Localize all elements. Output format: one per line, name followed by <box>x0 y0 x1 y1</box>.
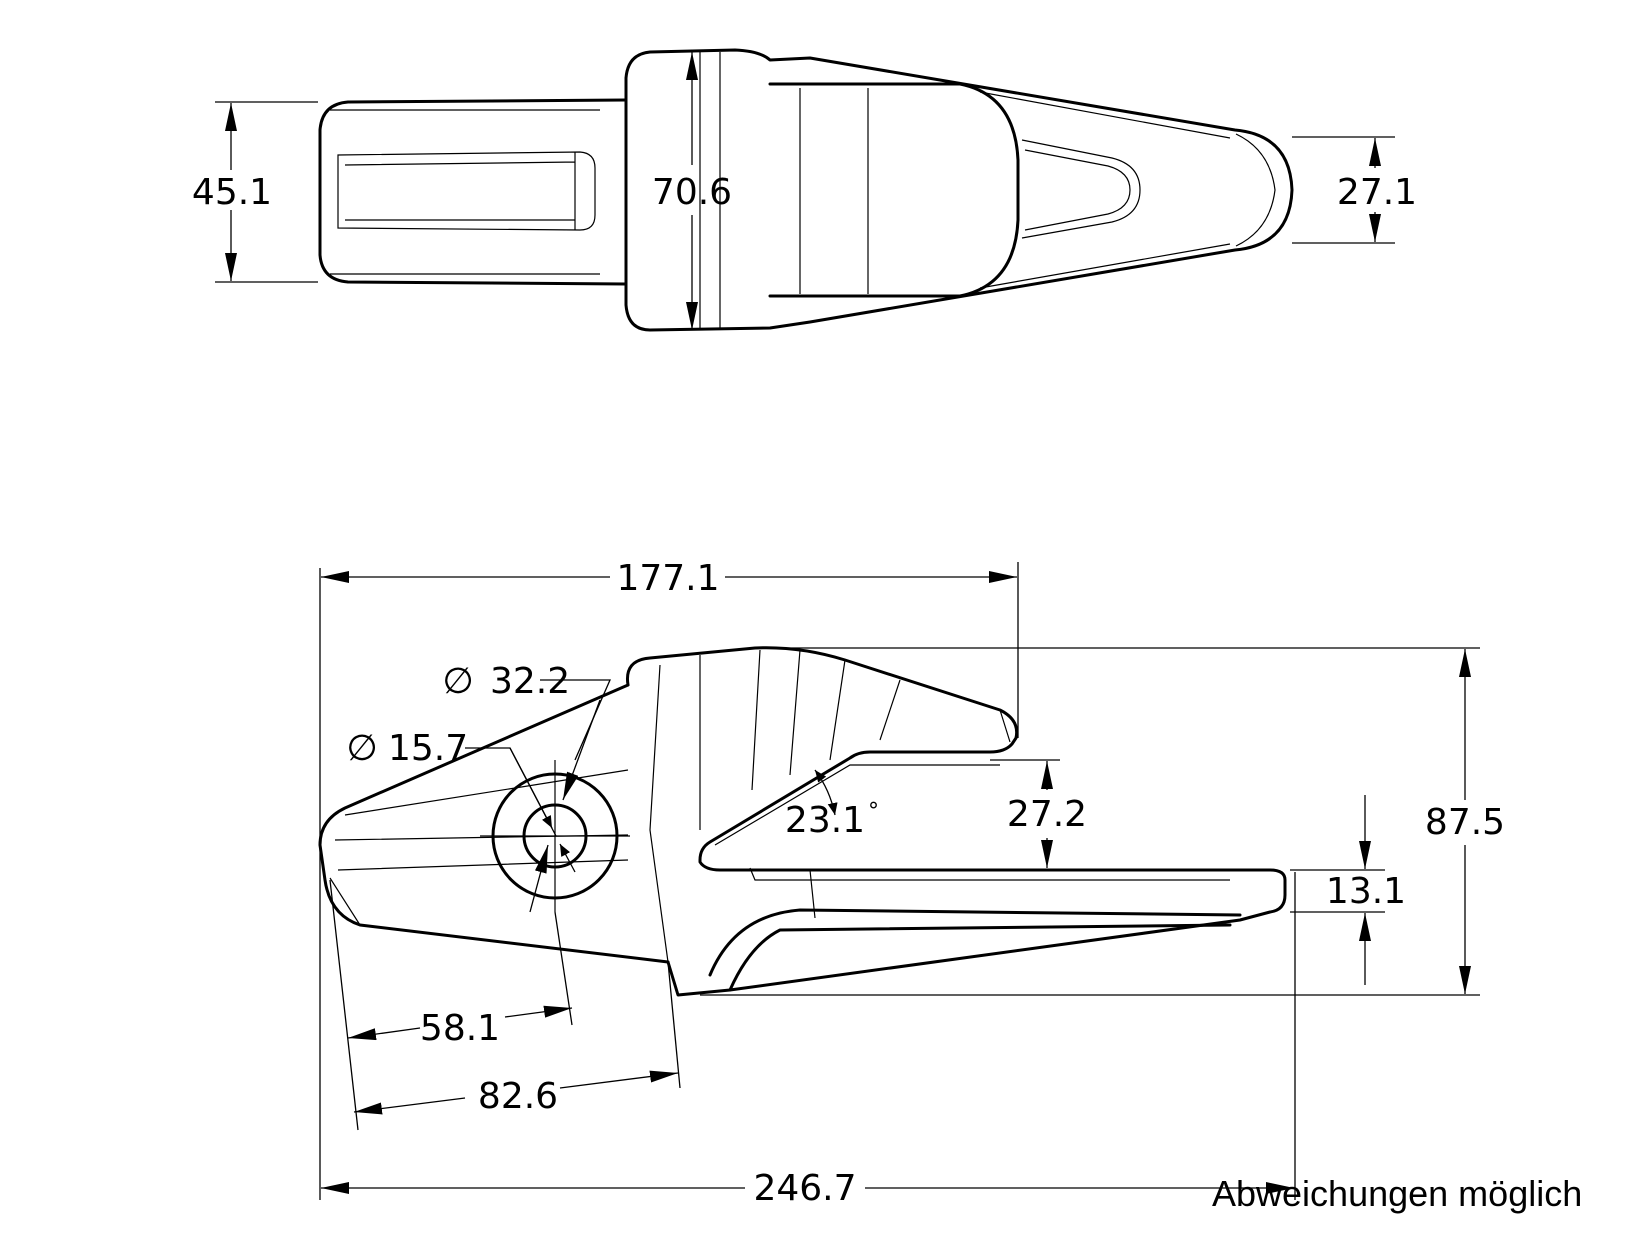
dim-dia-15-7-label: 15.7 <box>388 728 468 769</box>
dim-13-1: 13.1 <box>1290 795 1406 985</box>
dim-45-1: 45.1 <box>192 101 318 283</box>
dim-82-6: 82.6 <box>353 961 681 1117</box>
dim-dia-32-2-symbol: ∅ <box>442 661 473 702</box>
top-rear-slot <box>337 151 596 231</box>
dim-70-6-label: 70.6 <box>652 172 732 213</box>
dim-angle-23-1-label: 23.1 <box>785 800 865 841</box>
dim-27-1-label: 27.1 <box>1337 172 1417 213</box>
top-rear-shank <box>318 98 628 286</box>
dim-27-2: 27.2 <box>990 759 1087 868</box>
dim-70-6: 70.6 <box>652 52 732 330</box>
dim-angle-23-1: 23.1 ° <box>785 769 879 841</box>
dim-87-5: 87.5 <box>700 647 1505 996</box>
side-main-body <box>625 646 1287 997</box>
dim-82-6-label: 82.6 <box>478 1076 558 1117</box>
dim-dia-15-7: ∅ 15.7 <box>346 728 576 873</box>
dim-58-1: 58.1 <box>329 879 573 1131</box>
dim-58-1-label: 58.1 <box>420 1008 500 1049</box>
dim-45-1-label: 45.1 <box>192 172 272 213</box>
top-middle-block <box>624 48 1294 332</box>
dim-246-7: 246.7 <box>321 872 1296 1209</box>
dim-13-1-label: 13.1 <box>1326 871 1406 912</box>
side-view: 177.1 ∅ 32.2 ∅ 15.7 23.1 ° <box>318 558 1582 1214</box>
dim-177-1: 177.1 <box>319 558 1019 1200</box>
side-rear-shank <box>318 683 670 964</box>
top-view: 45.1 70.6 27.1 <box>192 48 1417 332</box>
top-front-lobe <box>768 82 1020 298</box>
dim-27-2-label: 27.2 <box>1007 794 1087 835</box>
deviation-note: Abweichungen möglich <box>1212 1173 1582 1214</box>
dim-dia-32-2-label: 32.2 <box>490 661 570 702</box>
dim-246-7-label: 246.7 <box>753 1168 856 1209</box>
dim-87-5-label: 87.5 <box>1425 802 1505 843</box>
dim-dia-32-2: ∅ 32.2 <box>442 661 611 913</box>
dim-177-1-label: 177.1 <box>616 558 719 599</box>
dim-dia-15-7-symbol: ∅ <box>346 728 377 769</box>
dim-angle-unit: ° <box>868 799 879 824</box>
dim-27-1: 27.1 <box>1292 136 1417 244</box>
top-front-slot <box>1021 139 1141 239</box>
